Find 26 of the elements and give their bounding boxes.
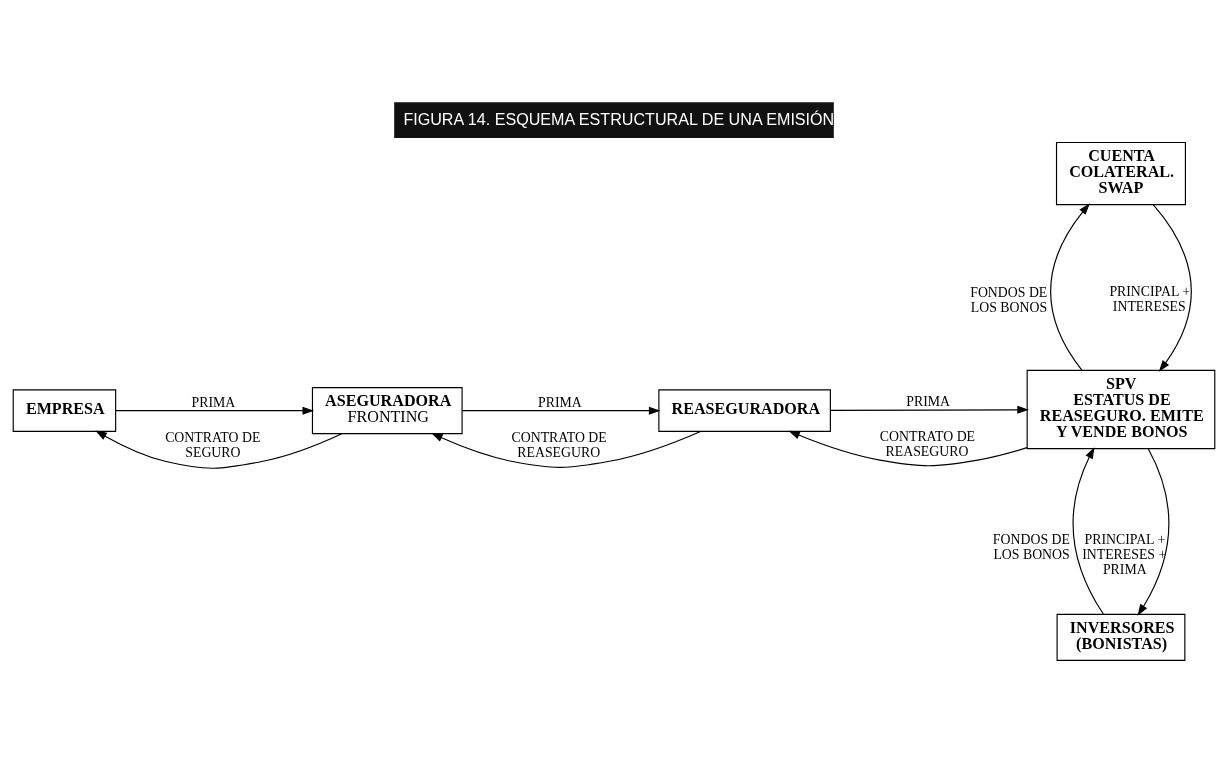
arrow xyxy=(95,430,343,469)
arrow xyxy=(788,430,1028,467)
diagram-title: FIGURA 14. ESQUEMA ESTRUCTURAL DE UNA EMISIÓN xyxy=(403,109,835,128)
arrow xyxy=(115,406,315,415)
node-box: ASEGURADORA FRONTING xyxy=(311,387,463,435)
node-box: INVERSORES (BONISTAS) xyxy=(1056,613,1186,661)
edge-label: PRIMA xyxy=(906,393,951,409)
arrow xyxy=(1137,448,1170,616)
edge-label: FONDOS DE LOS BONOS xyxy=(970,284,1048,315)
arrow xyxy=(461,406,661,415)
edge-label: CONTRATO DE SEGURO xyxy=(165,430,261,461)
edge-label: PRIMA xyxy=(538,394,582,410)
edge-label: FONDOS DE LOS BONOS xyxy=(992,532,1070,563)
arrow xyxy=(1050,203,1090,371)
edge-label: PRIMA xyxy=(191,394,236,410)
edge-label: CONTRATO DE REASEGURO xyxy=(879,429,976,460)
arrow xyxy=(1072,447,1105,615)
node-box: EMPRESA xyxy=(12,389,117,432)
arrow xyxy=(431,430,702,468)
node-box: SPV ESTATUS DE REASEGURO. EMITE Y VENDE BONOS xyxy=(1026,369,1216,450)
arrow xyxy=(830,405,1029,414)
node-box: CUENTA COLATERAL. SWAP xyxy=(1055,141,1186,206)
node-box: REASEGURADORA xyxy=(658,389,831,432)
edge-label: PRINCIPAL + INTERESES xyxy=(1109,284,1191,315)
edge-label: CONTRATO DE REASEGURO xyxy=(511,430,607,461)
arrow xyxy=(1152,204,1192,372)
